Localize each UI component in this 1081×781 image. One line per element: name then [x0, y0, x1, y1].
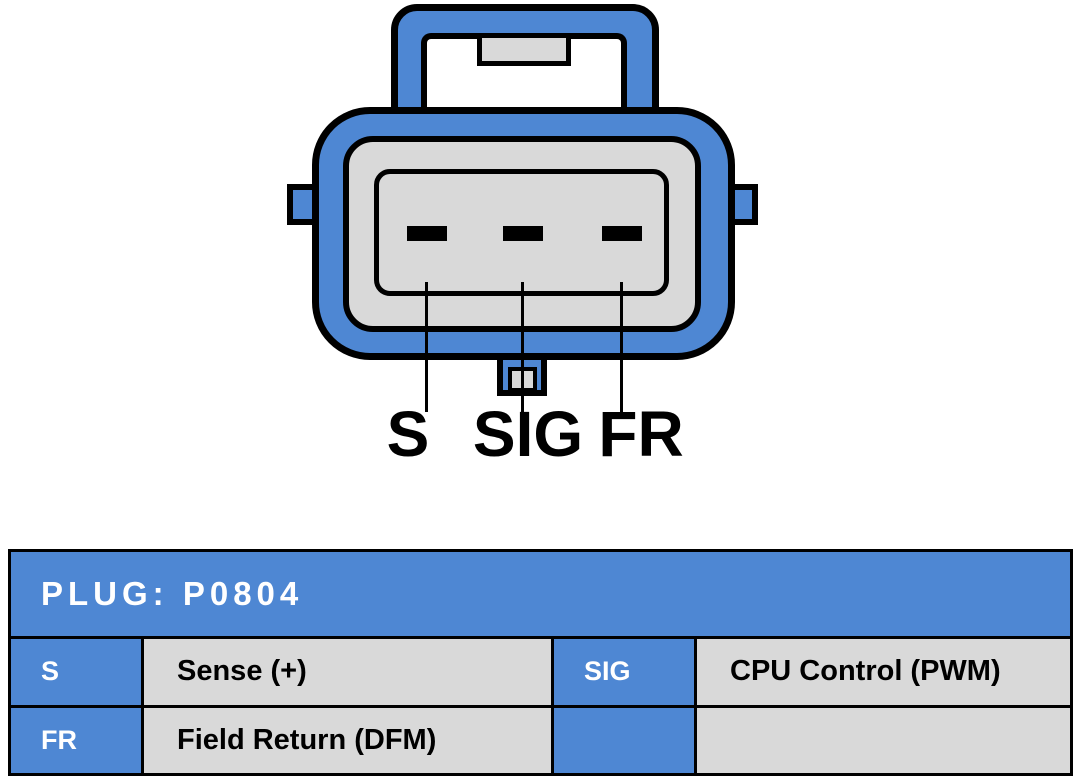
pin-code-cell: S — [11, 639, 141, 705]
plug-pinout-table: PLUG: P0804 S Sense (+) SIG CPU Control … — [8, 549, 1073, 776]
plug-title: PLUG: P0804 — [41, 575, 304, 612]
pin-description-cell: CPU Control (PWM) — [697, 639, 1070, 705]
top-tab-key-block — [477, 33, 571, 66]
table-row: S Sense (+) SIG CPU Control (PWM) — [11, 639, 1070, 705]
leader-line-sig — [521, 282, 524, 412]
pin-code-cell: FR — [11, 707, 141, 773]
leader-line-s — [425, 282, 428, 412]
pin-code-cell — [554, 707, 694, 773]
pin-description-cell — [697, 707, 1070, 773]
pin-code-cell: SIG — [554, 639, 694, 705]
pin-label-s: S — [386, 398, 430, 470]
pin-slot-sig — [503, 226, 543, 241]
pin-label-sig: SIG — [472, 398, 584, 470]
table-row: FR Field Return (DFM) — [11, 707, 1070, 773]
pin-description-cell: Field Return (DFM) — [144, 707, 551, 773]
pin-label-fr: FR — [598, 398, 684, 470]
pin-description-cell: Sense (+) — [144, 639, 551, 705]
pin-slot-s — [407, 226, 447, 241]
pin-slot-fr — [602, 226, 642, 241]
plug-table-header: PLUG: P0804 — [11, 552, 1070, 636]
leader-line-fr — [620, 282, 623, 412]
